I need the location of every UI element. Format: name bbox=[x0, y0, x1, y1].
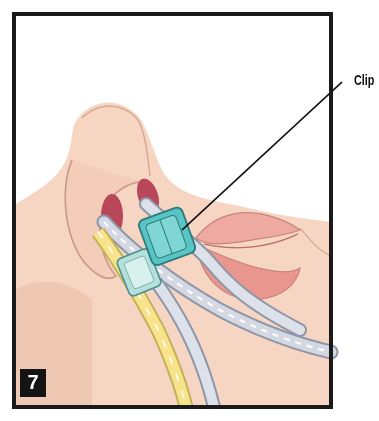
step-number-badge: 7 bbox=[20, 369, 46, 397]
clip-callout-label: Clip bbox=[354, 72, 374, 89]
